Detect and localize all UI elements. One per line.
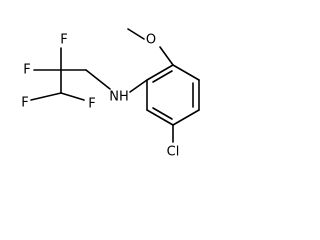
amine-label: NH	[109, 90, 129, 105]
bond-ring-to-nitrogen	[129, 79, 148, 93]
ring-double-bond-c1-c2	[152, 70, 173, 83]
ring-bond-c5-c6	[146, 109, 174, 126]
bond-oxygen-to-methyl	[127, 28, 145, 40]
tetrafluoropropyl-amine-chain	[30, 47, 148, 101]
bond-chf2-to-fluorine-left	[30, 92, 62, 101]
fluorine-lower-right-label: F	[88, 97, 95, 112]
ring-bond-c4-c5	[172, 109, 200, 126]
bond-nitrogen-to-ch2	[85, 69, 111, 90]
fluorine-middle-left-label: F	[23, 63, 30, 78]
methoxy-group	[127, 28, 174, 66]
chlorine-label: Cl	[167, 145, 180, 160]
chemical-structure-diagram: O NH Cl F F F F	[21, 28, 200, 160]
oxygen-label: O	[146, 33, 156, 48]
ring-double-bond-c5-c6	[152, 107, 173, 120]
ring-bond-c2-c3	[172, 64, 200, 81]
fluorine-top-label: F	[60, 33, 67, 48]
bond-chf2-to-fluorine-right	[60, 92, 85, 101]
fluorine-lower-left-label: F	[21, 96, 28, 111]
bond-ring-to-oxygen	[159, 46, 174, 66]
ring-bond-c1-c2	[146, 64, 174, 81]
benzene-ring	[146, 64, 200, 126]
